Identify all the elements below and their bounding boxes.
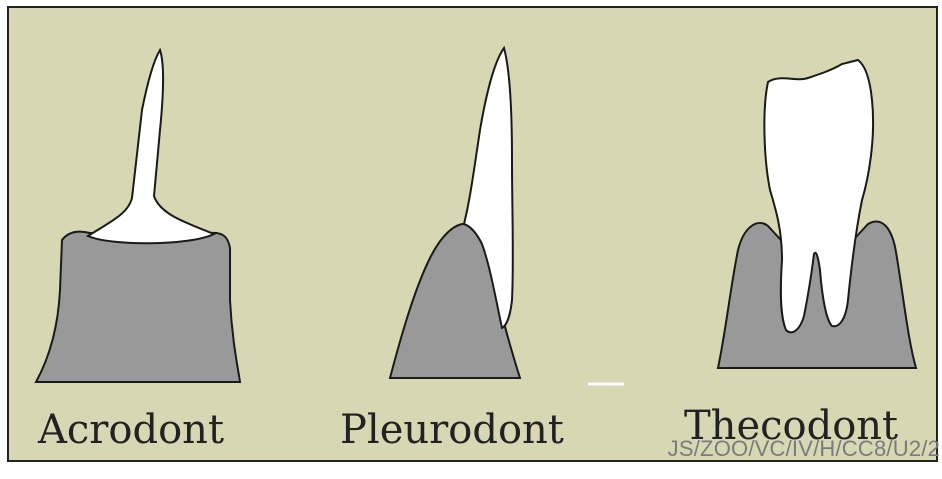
thecodont-illustration [718, 60, 916, 368]
pleurodont-label: Pleurodont [340, 410, 564, 450]
acrodont-jaw-bone [36, 232, 240, 382]
acrodont-tooth [88, 50, 214, 243]
acrodont-illustration [36, 50, 240, 382]
pleurodont-illustration [390, 48, 520, 378]
acrodont-label: Acrodont [38, 410, 224, 450]
slide-reference-code: JS/ZOO/VC/IV/H/CC8/U2/2 [668, 436, 940, 462]
